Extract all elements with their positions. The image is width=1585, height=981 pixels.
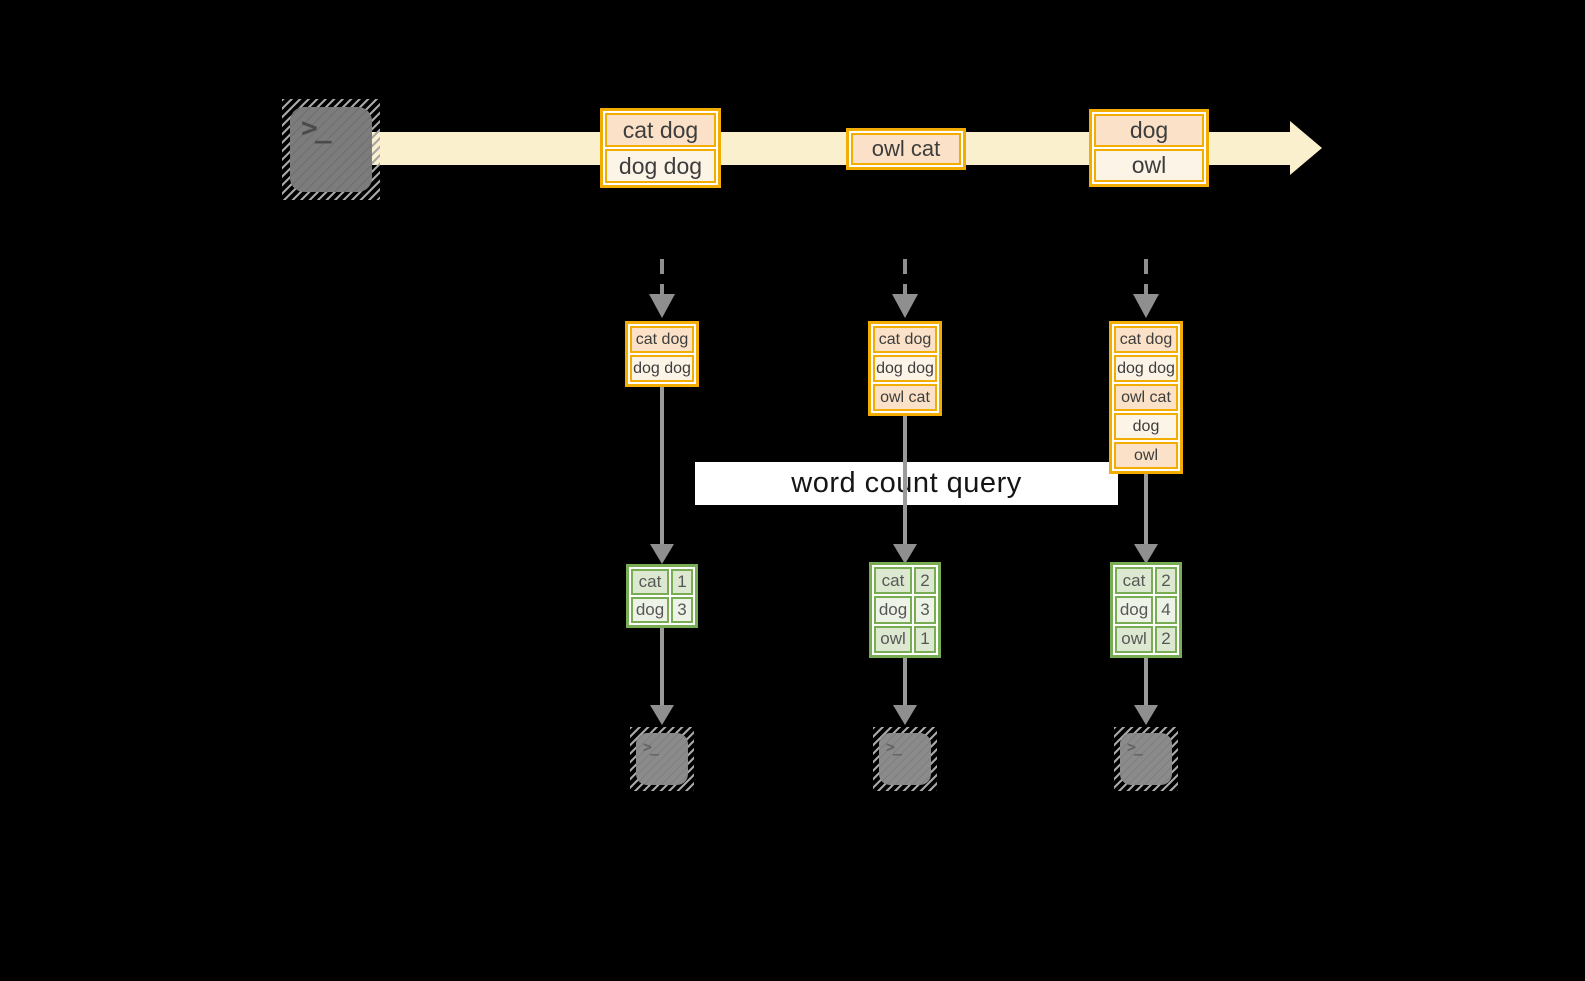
output-arrow-line [1144, 658, 1148, 705]
query-arrowhead-icon [893, 544, 917, 564]
query-arrowhead-icon [650, 544, 674, 564]
result-count: 2 [914, 567, 936, 595]
terminal-screen [636, 733, 688, 785]
result-word: dog [874, 596, 912, 624]
terminal-prompt-icon: >_ [301, 111, 332, 144]
result-count: 1 [671, 569, 693, 595]
stream-batch-box-2: owl cat [846, 128, 966, 170]
buffer-line: owl cat [1114, 384, 1178, 411]
buffer-line: dog [1114, 413, 1178, 440]
query-arrowhead-icon [1134, 544, 1158, 564]
result-word: cat [874, 567, 912, 595]
input-buffer-3: cat dog dog dog owl cat dog owl [1109, 321, 1183, 474]
query-arrow-line [1144, 474, 1148, 544]
result-table-3: cat 2 dog 4 owl 2 [1110, 562, 1182, 658]
input-buffer-1: cat dog dog dog [625, 321, 699, 387]
output-arrow-line [660, 628, 664, 705]
batch-line: dog [1094, 114, 1204, 147]
result-row: owl 1 [874, 625, 936, 653]
stream-timeline-arrowhead-icon [1290, 121, 1322, 175]
buffer-line: dog dog [1114, 355, 1178, 382]
result-row: dog 3 [631, 597, 693, 623]
batch-line: dog dog [605, 149, 716, 183]
stream-batch-box-3: dog owl [1089, 109, 1209, 187]
buffer-line: dog dog [873, 355, 937, 382]
result-count: 3 [914, 596, 936, 624]
buffer-line: owl [1114, 442, 1178, 469]
dashed-arrow-line [903, 259, 907, 294]
result-count: 4 [1155, 596, 1177, 624]
result-row: dog 3 [874, 596, 936, 624]
dashed-arrow-line [1144, 259, 1148, 294]
terminal-prompt-icon: >_ [643, 738, 659, 756]
buffer-line: cat dog [630, 326, 694, 353]
result-word: cat [631, 569, 669, 595]
batch-line: owl cat [851, 133, 961, 165]
stream-batch-box-1: cat dog dog dog [600, 108, 721, 188]
terminal-screen [1120, 733, 1172, 785]
query-arrow-line [903, 416, 907, 544]
terminal-prompt-icon: >_ [1127, 738, 1143, 756]
result-word: owl [874, 625, 912, 653]
output-terminal-icon-1: >_ [630, 727, 694, 791]
result-row: cat 2 [1115, 567, 1177, 595]
output-arrow-line [903, 658, 907, 705]
terminal-screen [879, 733, 931, 785]
result-count: 2 [1155, 567, 1177, 595]
terminal-prompt-icon: >_ [886, 738, 902, 756]
buffer-line: owl cat [873, 384, 937, 411]
result-word: dog [631, 597, 669, 623]
result-word: owl [1115, 625, 1153, 653]
dashed-arrowhead-icon [649, 294, 675, 318]
result-word: cat [1115, 567, 1153, 595]
terminal-screen [290, 107, 372, 192]
buffer-line: dog dog [630, 355, 694, 382]
buffer-line: cat dog [1114, 326, 1178, 353]
result-row: cat 1 [631, 569, 693, 595]
query-arrow-line [660, 386, 664, 544]
output-arrowhead-icon [650, 705, 674, 725]
result-count: 1 [914, 625, 936, 653]
result-row: owl 2 [1115, 625, 1177, 653]
dashed-arrowhead-icon [1133, 294, 1159, 318]
output-arrowhead-icon [1134, 705, 1158, 725]
result-table-1: cat 1 dog 3 [626, 564, 698, 628]
output-terminal-icon-2: >_ [873, 727, 937, 791]
output-terminal-icon-3: >_ [1114, 727, 1178, 791]
result-table-2: cat 2 dog 3 owl 1 [869, 562, 941, 658]
result-count: 2 [1155, 625, 1177, 653]
dashed-arrowhead-icon [892, 294, 918, 318]
batch-line: cat dog [605, 113, 716, 147]
batch-line: owl [1094, 149, 1204, 182]
dashed-arrow-line [660, 259, 664, 294]
result-row: dog 4 [1115, 596, 1177, 624]
result-row: cat 2 [874, 567, 936, 595]
input-buffer-2: cat dog dog dog owl cat [868, 321, 942, 416]
result-word: dog [1115, 596, 1153, 624]
result-count: 3 [671, 597, 693, 623]
output-arrowhead-icon [893, 705, 917, 725]
buffer-line: cat dog [873, 326, 937, 353]
source-terminal-icon: >_ [282, 99, 380, 200]
